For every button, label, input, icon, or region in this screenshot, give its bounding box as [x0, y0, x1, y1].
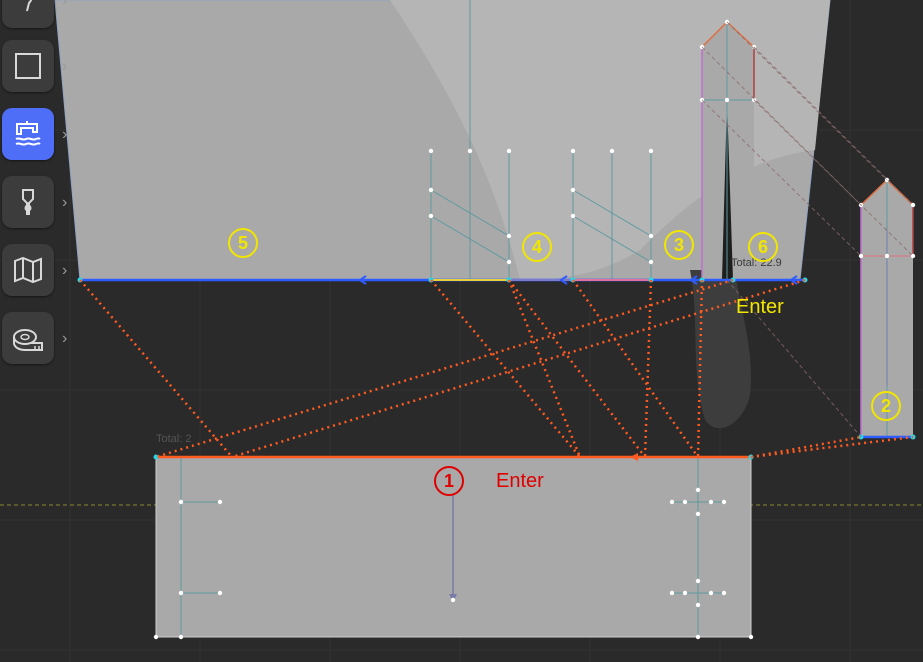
zipper-icon [22, 189, 34, 215]
pleat-group-2 [572, 151, 652, 280]
left-toolbar: › › › › [0, 0, 80, 370]
chevron-right-icon[interactable]: › [62, 58, 68, 75]
sewing-tool-button[interactable] [2, 108, 54, 160]
seam-total-readout-bottom: Total: 2 [156, 433, 192, 445]
chevron-right-icon[interactable]: › [62, 0, 68, 9]
chevron-right-icon[interactable]: › [62, 330, 68, 347]
bottom-piece-points [153, 487, 754, 640]
rectangle-tool-button[interactable] [2, 40, 54, 92]
strip-guides [701, 21, 914, 438]
enter-label-red: Enter [496, 470, 544, 492]
marker-6: 6 [748, 232, 778, 262]
pattern-shadow [690, 270, 752, 429]
marker-4: 4 [522, 232, 552, 262]
curve-icon [26, 0, 33, 12]
map-icon [14, 256, 42, 284]
enter-label-yellow: Enter [736, 296, 784, 318]
chevron-right-icon[interactable]: › [62, 194, 68, 211]
marker-1: 1 [434, 466, 464, 496]
pleat-group-1 [430, 151, 510, 280]
measuring-tape-icon [13, 329, 43, 351]
map-tool-button[interactable] [2, 244, 54, 296]
chevron-right-icon[interactable]: › [62, 126, 68, 143]
seam-direction-arrow-icon [630, 453, 638, 461]
right-strip-points [858, 177, 916, 259]
curve-tool-button[interactable] [2, 0, 54, 28]
top-seam-arrows [358, 275, 798, 285]
pleat-points [428, 148, 654, 265]
marker-3: 3 [664, 230, 694, 260]
rectangle-icon [15, 53, 41, 79]
marker-5: 5 [228, 228, 258, 258]
zipper-tool-button[interactable] [2, 176, 54, 228]
sewing-machine-icon [15, 121, 41, 146]
measure-tape-tool-button[interactable] [2, 312, 54, 364]
seam-connections [79, 278, 914, 459]
marker-2: 2 [871, 391, 901, 421]
chevron-right-icon[interactable]: › [62, 262, 68, 279]
